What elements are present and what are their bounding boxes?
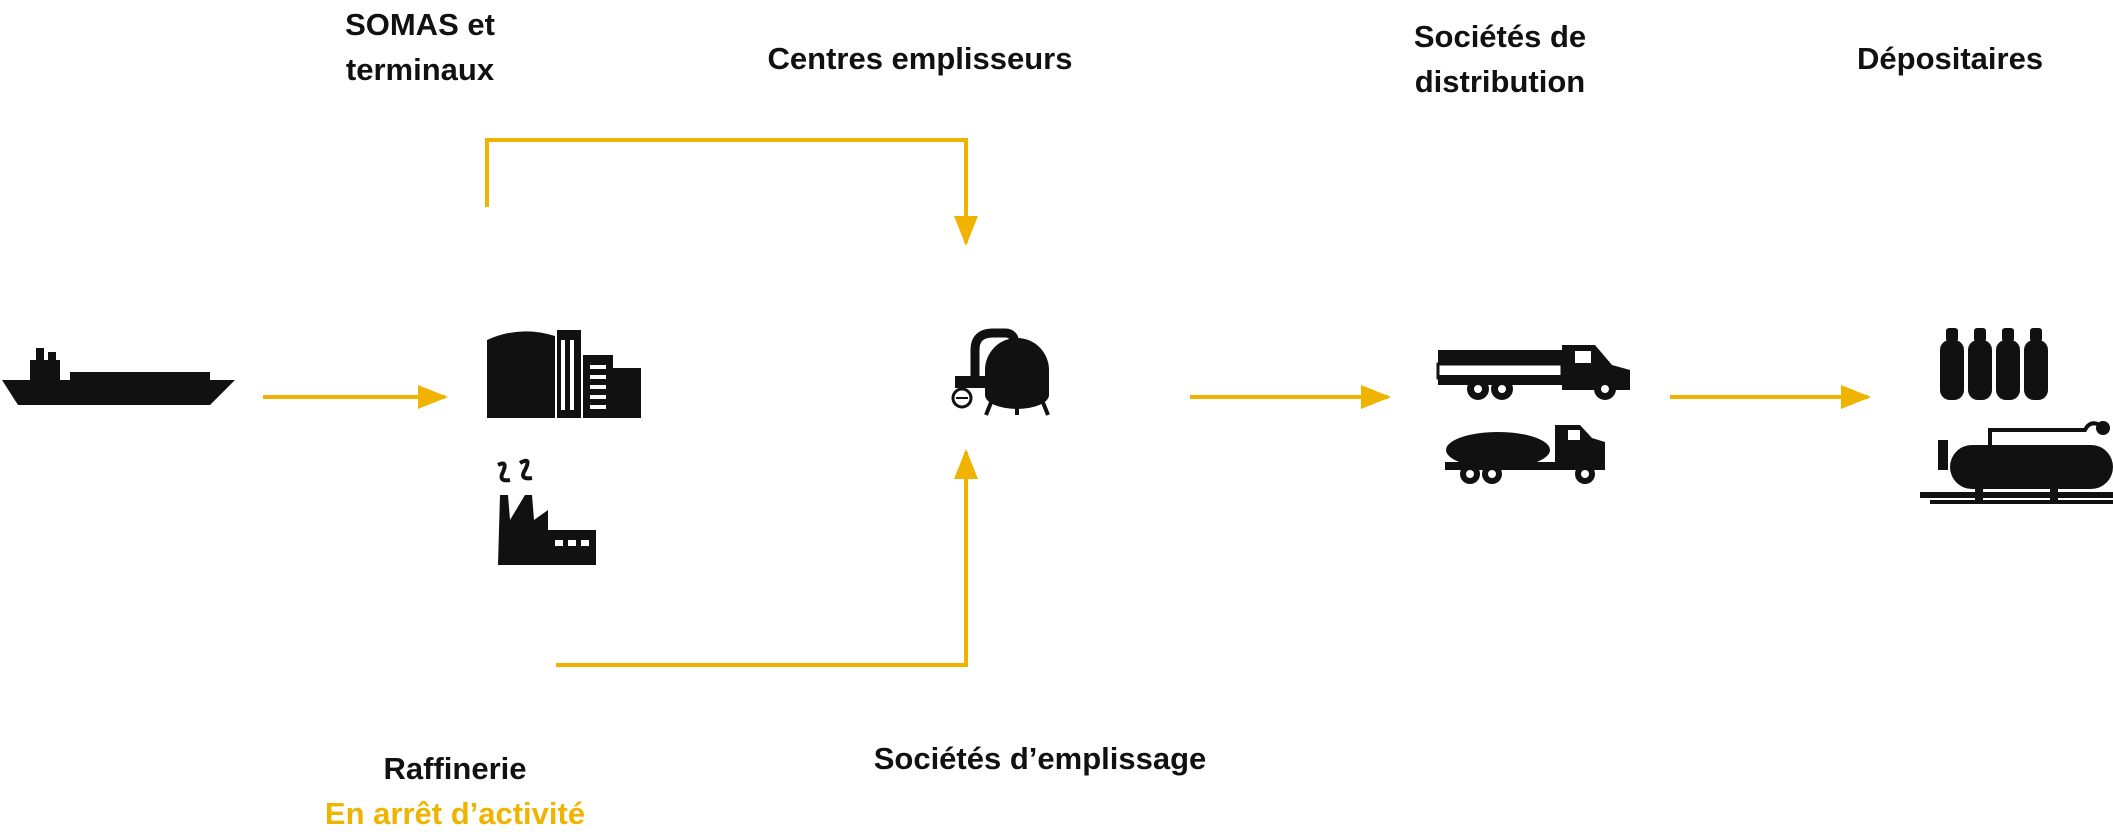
storage-tank-icon [1920,421,2113,504]
arrow-raffinerie-to-centres [556,449,978,667]
distribution-line-2: distribution [1414,64,1586,99]
refinery-factory-icon [497,458,596,565]
raffinerie-title: Raffinerie [383,751,527,786]
ship-icon [2,348,235,405]
somas-terminaux-label: SOMAS et terminaux [295,2,545,92]
storage-terminal-icon [487,330,641,418]
depositaires-label: Dépositaires [1857,41,2044,76]
centres-emplisseurs-label: Centres emplisseurs [767,41,1073,76]
raffinerie-label: Raffinerie En arrêt d’activité [280,746,630,836]
somas-line-2: terminaux [345,52,495,87]
societes-emplissage-label: Sociétés d’emplissage [873,741,1207,776]
flatbed-truck-icon [1436,345,1630,400]
gas-cylinders-icon [1940,328,2048,400]
tanker-truck-icon [1445,425,1605,484]
filling-plant-icon [951,328,1050,416]
societes-distribution-label: Sociétés de distribution [1370,14,1630,104]
distribution-line-1: Sociétés de [1413,19,1587,54]
raffinerie-status: En arrêt d’activité [324,796,586,831]
arrow-somas-to-centres [485,138,978,246]
somas-line-1: SOMAS et [345,7,495,42]
